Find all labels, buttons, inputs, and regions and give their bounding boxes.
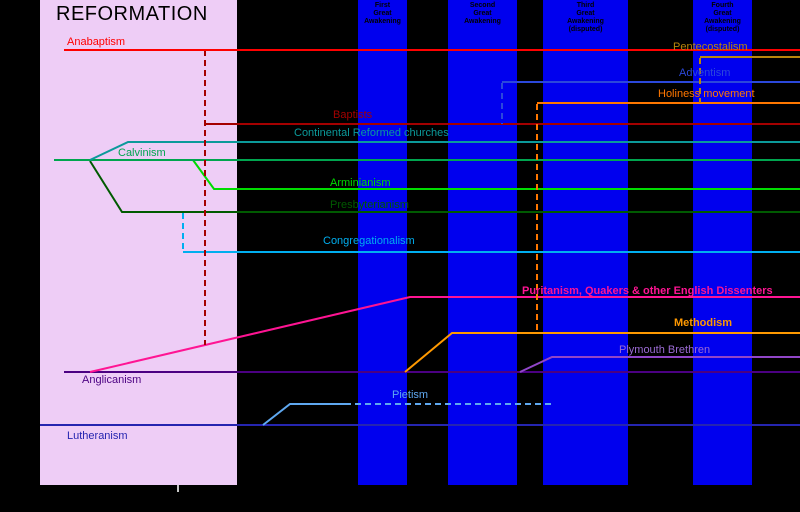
puritanism-line [89, 296, 800, 373]
axis-tick [177, 485, 179, 492]
plymouth-brethren-line [519, 356, 800, 373]
adventism-label: Adventism [679, 67, 731, 79]
holiness-movement-label: Holiness movement [658, 88, 755, 100]
pentecostalism-label: Pentecostalism [673, 41, 748, 53]
baptists-label: Baptists [333, 109, 373, 121]
reformation-title: REFORMATION [56, 3, 208, 25]
calvinism-label: Calvinism [118, 147, 166, 159]
continental-reformed-label: Continental Reformed churches [294, 127, 449, 139]
anglicanism-label: Anglicanism [82, 374, 142, 386]
presbyterianism-line [89, 160, 800, 213]
anabaptism-label: Anabaptism [67, 36, 126, 48]
continental-reformed-line [89, 141, 800, 161]
methodism-label: Methodism [674, 317, 733, 329]
lutheranism-label: Lutheranism [67, 430, 128, 442]
pietism-label: Pietism [392, 389, 429, 401]
arminianism-label: Arminianism [330, 177, 391, 189]
methodism-line [404, 332, 800, 373]
pietism-line [262, 403, 345, 426]
arminianism-line [192, 159, 800, 190]
congregationalism-label: Congregationalism [323, 235, 415, 247]
presbyterianism-label: Presbyterianism [330, 199, 409, 211]
plymouth-brethren-label: Plymouth Brethren [619, 344, 711, 356]
puritanism-label: Puritanism, Quakers & other English Diss… [522, 285, 773, 297]
